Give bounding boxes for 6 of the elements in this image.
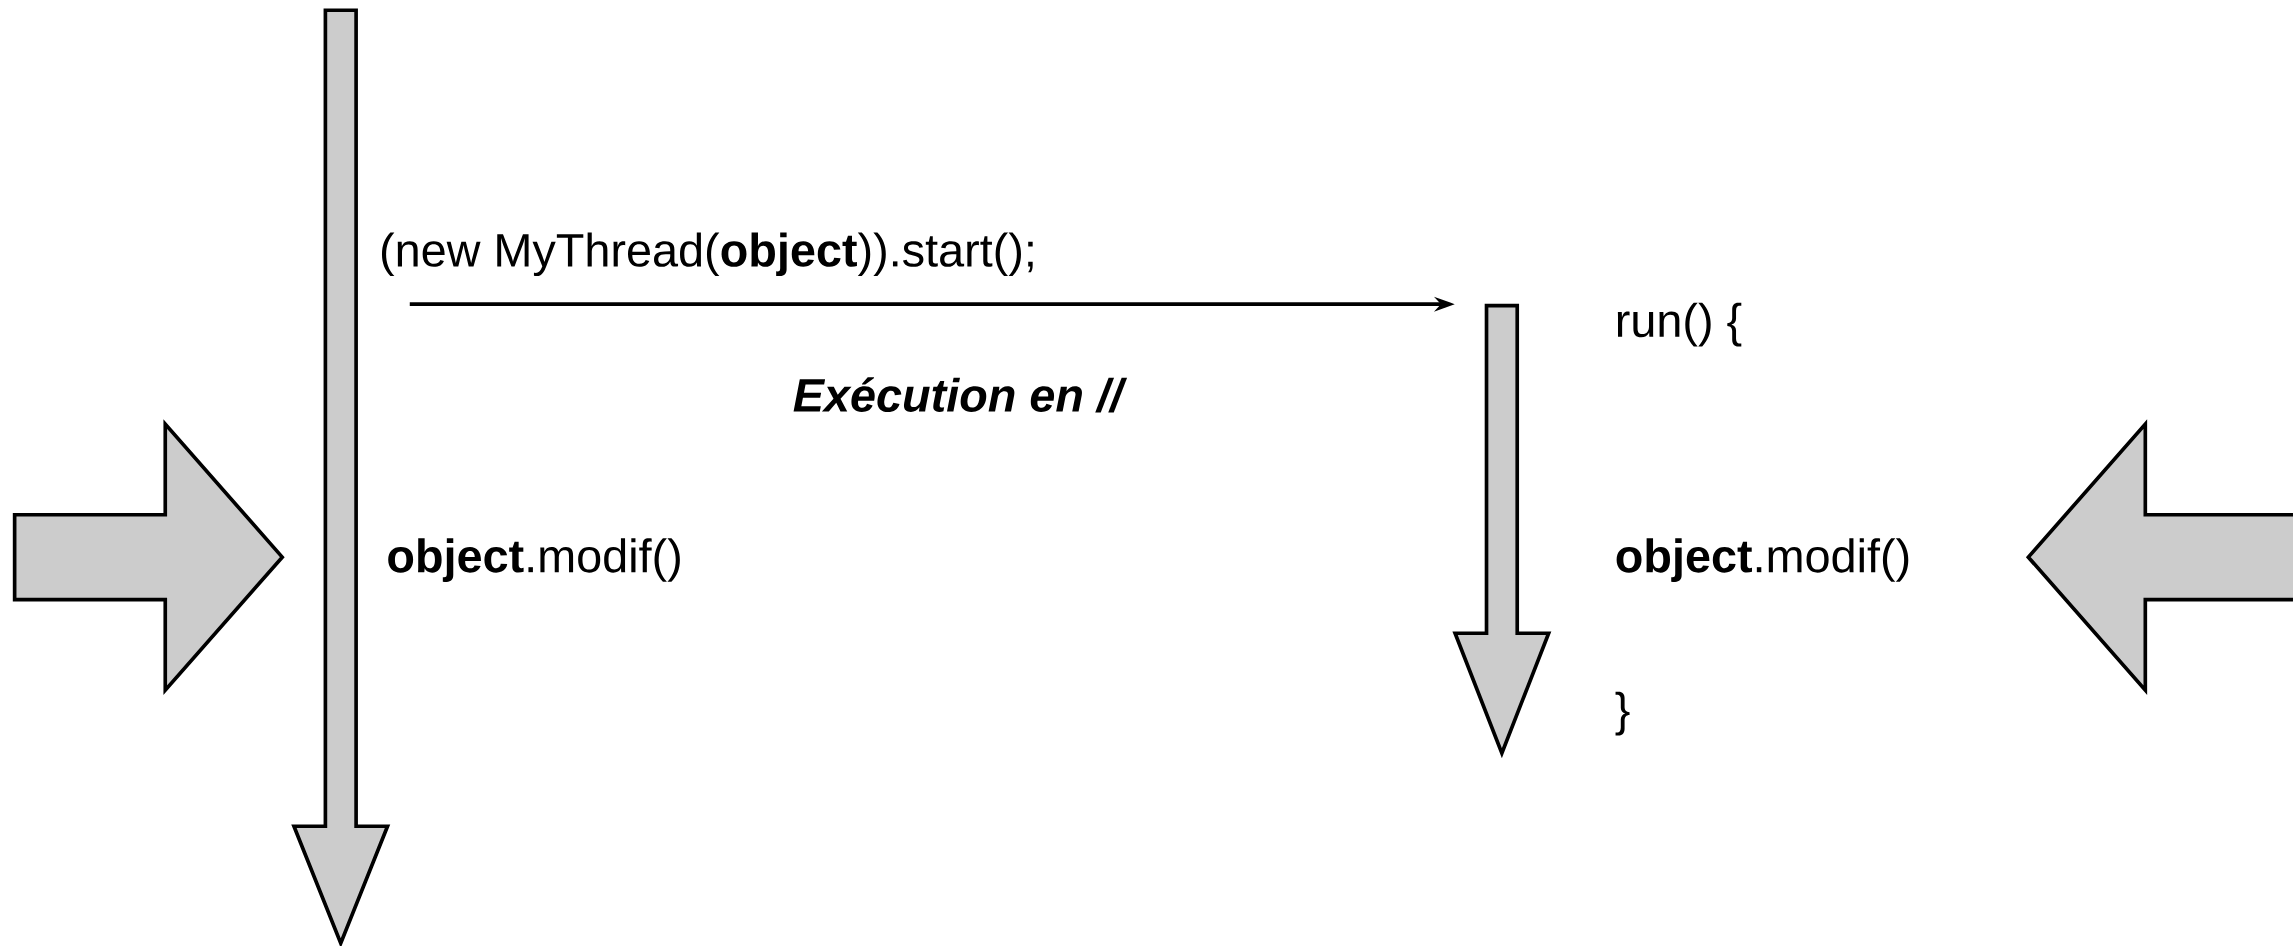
code-text: Exécution en // xyxy=(793,377,1128,413)
code-text: } xyxy=(1615,691,1630,736)
thread-arrow xyxy=(1452,303,1552,759)
code-text: run() { xyxy=(1617,302,1742,347)
edge-label: (new MyThread(object)).start(); xyxy=(381,232,1033,276)
code-text: object.modif() xyxy=(1616,538,1909,582)
